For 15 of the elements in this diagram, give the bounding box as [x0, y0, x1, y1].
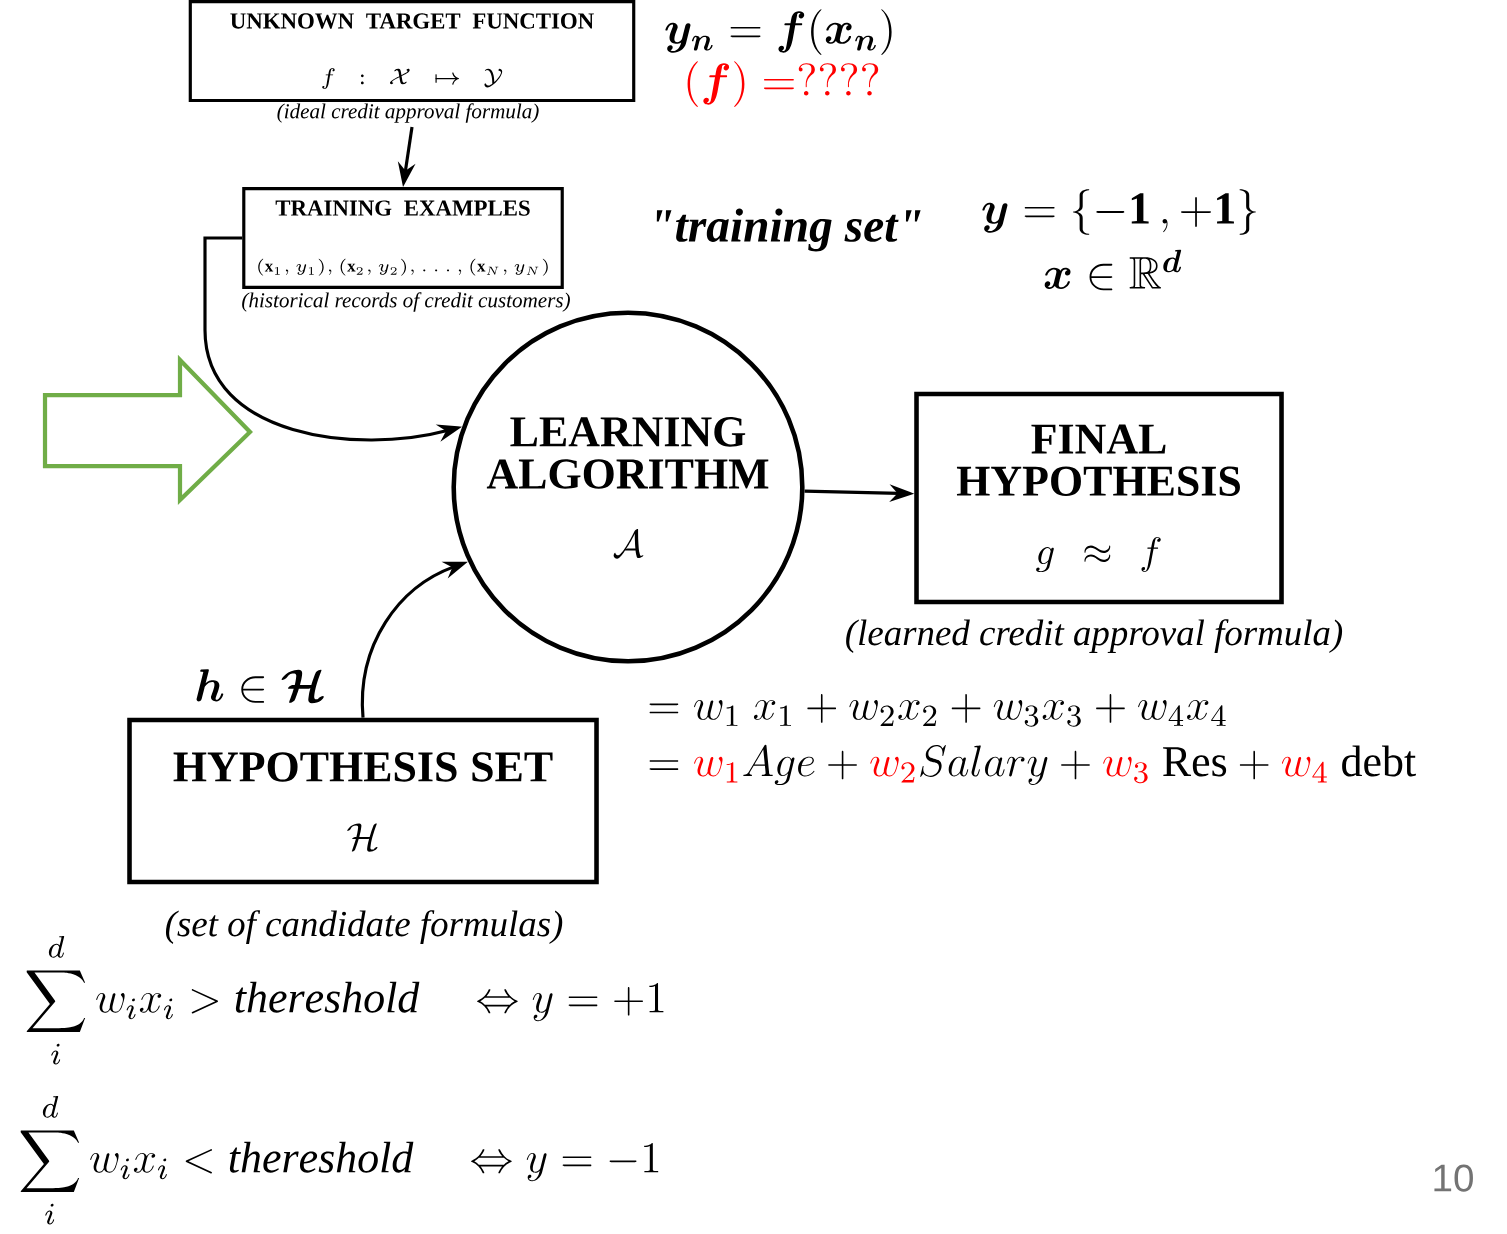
formula: $\boldsymbol{x} \in \mathbb{R}^{\boldsymbol{d}}$	[1044, 249, 1182, 291]
formula: $= \textcolor{red}{w_1} Age + \textcolor{red}{w_2} Salary + \textcolor{red}{w_3}\ \mathrm{Res} + \textcolor{red}{w_4}\ \mathrm{debt}$	[649, 744, 1416, 785]
formula: $(\boldsymbol{f}) = ????$	[687, 61, 879, 107]
formula: $\sum_{i}^{d} w_i x_i < \mathit{thereshold} \quad \Leftrightarrow y = -1$	[20, 1096, 659, 1225]
page-number: 10	[1434, 1164, 1473, 1192]
caption-text: (historical records of credit customers)	[242, 292, 570, 312]
caption-text: (ideal credit approval formula)	[277, 103, 539, 123]
process-box: UNKNOWN TARGET FUNCTION $f : \mathcal{X} \mapsto \mathcal{Y}$	[188, 0, 636, 103]
label-text: "training set"	[656, 208, 921, 252]
process-box: TRAINING EXAMPLES $(\mathbf{x}_1, y_1), (\mathbf{x}_2, y_2), \ldots, (\mathbf{x}_N, y_N)$	[242, 187, 564, 289]
caption-text: (learned credit approval formula)	[846, 619, 1343, 653]
process-box: HYPOTHESIS SET $\mathcal{H}$	[127, 717, 599, 885]
formula: $\boldsymbol{y} = \{\mathbf{-1}\,, \mathbf{+1}\}$	[982, 189, 1256, 235]
formula: $= w_1\ x_1 + w_2 x_2 + w_3 x_3 + w_4 x_4$	[649, 694, 1226, 727]
process-box: FINAL HYPOTHESIS $g \approx f$	[914, 391, 1284, 605]
